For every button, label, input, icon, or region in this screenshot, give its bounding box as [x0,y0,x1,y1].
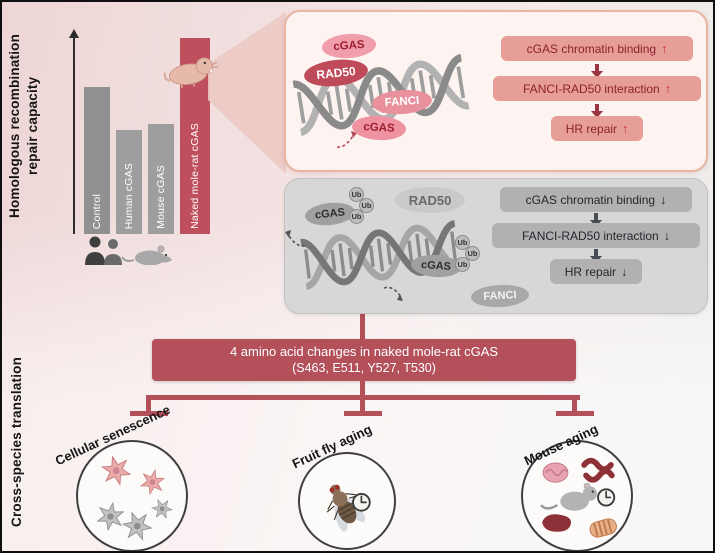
nmr-cgas-mechanism-panel: cGAS RAD50 FANCI cGAS cGAS chromatin bin… [284,10,708,172]
branch-bar [146,395,580,400]
flow-label: FANCI-RAD50 interaction [522,228,659,243]
cgas-molecule: cGAS [321,32,377,60]
fruit-fly-circle [298,452,396,550]
branch-drop-right [572,398,577,412]
ubiquitin-tag: Ub [359,198,374,213]
bar-label: Control [91,193,103,229]
decrease-arrow-icon: ↓ [660,192,667,207]
flow-label: HR repair [564,264,617,279]
bar-label: Human cGAS [123,162,135,229]
other-cgas-mechanism-panel: cGAS Ub Ub Ub RAD50 cGAS Ub Ub Ub FANCI … [284,178,708,314]
branch-drop-left [146,398,151,412]
flow-box-cgas-chromatin-binding: cGAS chromatin binding ↓ [500,187,692,212]
branch-drop-middle [360,398,365,412]
ubiquitin-tag: Ub [455,257,470,272]
flow-label: HR repair [565,121,618,136]
cross-species-translation-label: Cross-species translation [8,332,38,551]
flow-box-fanci-rad50-interaction: FANCI-RAD50 interaction ↓ [492,223,700,248]
rad50-molecule: RAD50 [395,187,465,213]
down-arrow-icon [591,104,603,118]
fruit-fly-icon [326,484,371,532]
ubiquitin-tag: Ub [349,209,364,224]
amino-acid-changes-banner: 4 amino acid changes in naked mole-rat c… [152,339,576,381]
y-axis-line [73,38,75,234]
ubiquitin-tag: Ub [465,246,480,261]
decrease-arrow-icon: ↓ [621,264,628,279]
cross-species-translation-text: Cross-species translation [9,356,24,528]
bar-mouse-cgas: Mouse cGAS [148,124,174,234]
dashed-arrow-icon [383,286,403,301]
y-axis-arrowhead [69,29,79,38]
dashed-arrow-icon [285,230,306,247]
bar-label: Mouse cGAS [155,165,167,229]
increase-arrow-icon: ↑ [664,81,671,96]
t-bar-cap-left [130,411,168,416]
flow-label: cGAS chromatin binding [525,192,656,207]
fanci-molecule: FANCI [470,283,530,309]
flow-label: cGAS chromatin binding [526,41,657,56]
banner-line2: (S463, E511, Y527, T530) [292,361,436,376]
t-bar-cap-middle [344,411,382,416]
humans-and-mouse-icon [85,236,172,265]
decrease-arrow-icon: ↓ [663,228,670,243]
flow-box-cgas-chromatin-binding: cGAS chromatin binding ↑ [501,36,693,61]
ubiquitin-tag: Ub [455,235,470,250]
flow-box-hr-repair: HR repair ↓ [550,259,642,284]
y-axis-title: Homologous recombination repair capacity [6,10,50,242]
increase-arrow-icon: ↑ [622,121,629,136]
t-bar-cap-right [556,411,594,416]
mouse-aging-circle [521,440,633,551]
bar-control: Control [84,87,110,234]
mouse-organs-icon [540,457,617,538]
flow-label: FANCI-RAD50 interaction [523,81,660,96]
flow-box-fanci-rad50-interaction: FANCI-RAD50 interaction ↑ [493,76,701,101]
increase-arrow-icon: ↑ [661,41,668,56]
naked-mole-rat-icon [163,57,218,88]
y-axis-title-line1: Homologous recombination [7,33,22,219]
connector-line [360,313,365,339]
highlight-cone [208,12,286,174]
senescent-cells-icon [92,454,175,541]
y-axis-title-line2: repair capacity [25,76,41,176]
cellular-senescence-circle [76,440,188,551]
ubiquitin-tag: Ub [349,187,364,202]
bar-human-cgas: Human cGAS [116,130,142,234]
down-arrow-icon [591,64,603,78]
dna-helix [299,219,462,291]
flow-box-hr-repair: HR repair ↑ [551,116,643,141]
bar-label: Naked mole-rat cGAS [189,123,201,229]
connector-line [360,381,365,397]
banner-line1: 4 amino acid changes in naked mole-rat c… [229,343,499,359]
